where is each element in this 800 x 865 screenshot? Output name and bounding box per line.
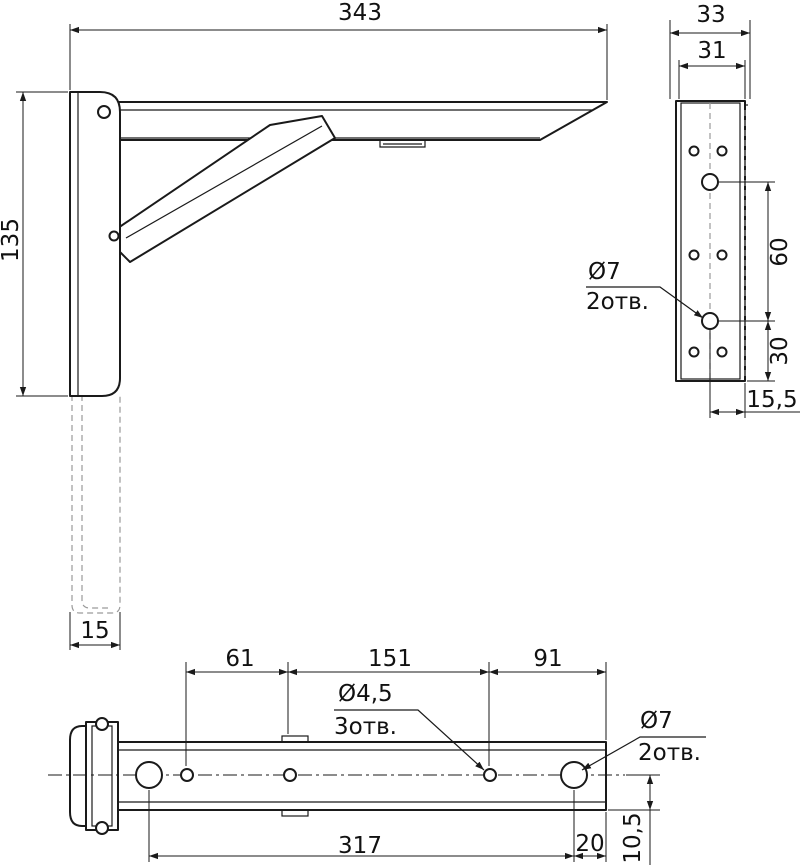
dim-outer-width-label: 33 bbox=[696, 2, 725, 28]
dim-height-label: 135 bbox=[0, 218, 24, 262]
mount-hole bbox=[716, 145, 728, 157]
dim-hole-bottom-label: 30 bbox=[767, 336, 793, 365]
pivot-rivet-mid bbox=[108, 230, 120, 242]
folded-arm-hidden-inner bbox=[81, 395, 108, 609]
dim-a-label: 61 bbox=[225, 646, 254, 672]
dim-end-label: 20 bbox=[575, 831, 604, 857]
mount-hole bbox=[688, 249, 700, 261]
wall-plate bbox=[69, 91, 121, 397]
small-hole bbox=[283, 768, 297, 782]
small-holes-diameter: Ø4,5 bbox=[338, 681, 393, 707]
mount-hole bbox=[716, 249, 728, 261]
large-holes-diameter: Ø7 bbox=[640, 708, 673, 734]
mount-hole-large bbox=[701, 312, 719, 330]
hole-note-diameter: Ø7 bbox=[588, 259, 621, 285]
large-hole bbox=[560, 761, 588, 789]
small-hole bbox=[483, 768, 497, 782]
dim-b-label: 151 bbox=[368, 646, 412, 672]
top-view: 61 151 91 Ø4,5 3отв. Ø7 2отв. 317 20 10,… bbox=[48, 646, 706, 865]
small-hole bbox=[180, 768, 194, 782]
hinge-pin-bottom bbox=[95, 821, 109, 835]
mount-hole bbox=[688, 346, 700, 358]
dim-offset-label: 10,5 bbox=[620, 812, 646, 863]
locking-latch bbox=[379, 141, 426, 148]
mount-hole bbox=[688, 145, 700, 157]
dim-inner-width-label: 31 bbox=[697, 38, 726, 64]
arm-body bbox=[117, 741, 607, 811]
large-holes-count: 2отв. bbox=[638, 740, 701, 766]
folded-arm-hidden bbox=[71, 395, 121, 614]
dim-hole-spacing-label: 60 bbox=[767, 237, 793, 266]
mount-hole bbox=[716, 346, 728, 358]
hole-note-count: 2отв. bbox=[586, 289, 649, 315]
dim-hole-offset-label: 15,5 bbox=[746, 387, 797, 413]
end-view: 33 31 60 30 15,5 Ø7 2отв. bbox=[586, 2, 800, 418]
dim-c-label: 91 bbox=[533, 646, 562, 672]
hinge-pin-top bbox=[95, 717, 109, 731]
dim-overall-label: 317 bbox=[338, 833, 382, 859]
mount-hole-large bbox=[701, 173, 719, 191]
side-view: 343 135 15 bbox=[0, 0, 608, 650]
small-holes-count: 3отв. bbox=[334, 714, 397, 740]
support-arm bbox=[117, 101, 608, 141]
dim-thickness-label: 15 bbox=[80, 618, 109, 644]
dim-length-label: 343 bbox=[338, 0, 382, 26]
large-hole bbox=[135, 761, 163, 789]
pivot-rivet-top bbox=[97, 105, 111, 119]
